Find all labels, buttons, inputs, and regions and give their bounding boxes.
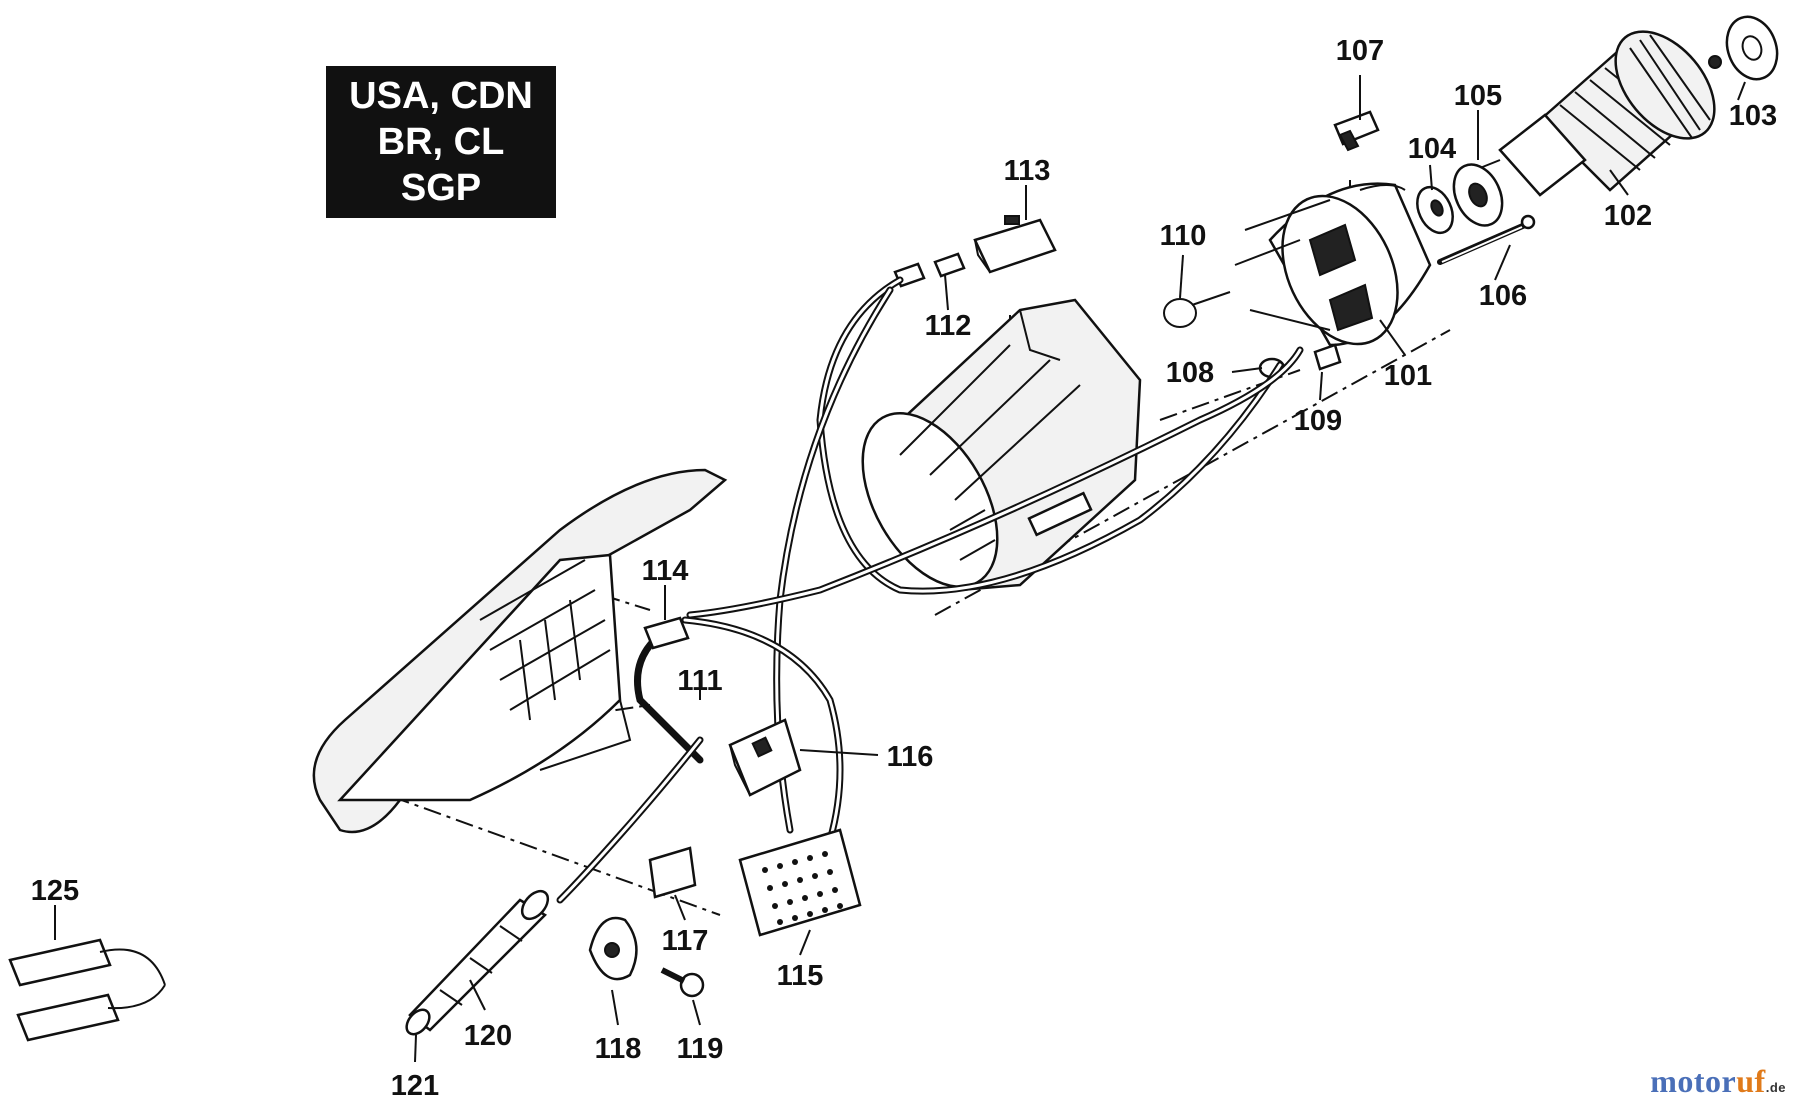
part-106-screw bbox=[1437, 214, 1536, 265]
part-101-stator bbox=[1234, 182, 1432, 347]
label-116: 116 bbox=[887, 741, 934, 773]
part-109-clip bbox=[1313, 343, 1342, 371]
part-number-labels: 107 105 104 102 103 106 101 108 109 110 … bbox=[31, 35, 1777, 1102]
label-110: 110 bbox=[1160, 220, 1207, 252]
handle-shell bbox=[312, 468, 728, 834]
part-114-terminal bbox=[643, 616, 690, 650]
label-101: 101 bbox=[1384, 360, 1432, 392]
leader-lines bbox=[54, 75, 1746, 1063]
part-118-strain-relief bbox=[588, 916, 638, 981]
label-115: 115 bbox=[777, 960, 824, 992]
part-102-armature bbox=[1469, 30, 1722, 197]
label-119: 119 bbox=[677, 1033, 724, 1065]
part-112-connectors bbox=[893, 252, 966, 288]
region-code-line-2: BR, CL bbox=[377, 121, 505, 163]
part-115-vent-grille bbox=[738, 828, 862, 937]
part-117-capacitor bbox=[648, 846, 697, 899]
region-code-line-3: SGP bbox=[400, 167, 482, 209]
part-110-cable-tie bbox=[1163, 291, 1231, 328]
label-106: 106 bbox=[1479, 280, 1527, 312]
region-code-line-1: USA, CDN bbox=[349, 75, 533, 117]
label-120: 120 bbox=[464, 1020, 512, 1052]
label-117: 117 bbox=[662, 925, 709, 957]
part-113-switch bbox=[973, 215, 1057, 274]
label-107: 107 bbox=[1336, 35, 1384, 67]
part-125-brushes bbox=[8, 938, 166, 1042]
region-codes-box: USA, CDN BR, CL SGP bbox=[326, 66, 556, 218]
wiring bbox=[556, 276, 1304, 904]
part-120-cord-guard bbox=[408, 889, 550, 1032]
label-105: 105 bbox=[1454, 80, 1502, 112]
label-102: 102 bbox=[1604, 200, 1652, 232]
part-107-brush-holder bbox=[1333, 110, 1380, 152]
label-103: 103 bbox=[1729, 100, 1777, 132]
label-114: 114 bbox=[642, 555, 689, 587]
part-119-screw bbox=[660, 967, 705, 998]
part-104-bearing bbox=[1416, 185, 1454, 235]
label-109: 109 bbox=[1294, 405, 1342, 437]
watermark-logo: motoruf.de bbox=[1650, 1063, 1786, 1099]
part-116-suppressor bbox=[728, 718, 802, 797]
label-118: 118 bbox=[595, 1033, 642, 1065]
part-103-bearing bbox=[1725, 15, 1779, 81]
label-112: 112 bbox=[925, 310, 972, 342]
label-108: 108 bbox=[1166, 357, 1214, 389]
label-125: 125 bbox=[31, 875, 79, 907]
label-104: 104 bbox=[1408, 133, 1456, 165]
label-111: 111 bbox=[677, 665, 722, 697]
label-113: 113 bbox=[1004, 155, 1051, 187]
part-105-baffle bbox=[1452, 163, 1504, 227]
part-121-cord-end bbox=[405, 1008, 431, 1036]
label-121: 121 bbox=[391, 1070, 439, 1102]
motor-housing bbox=[861, 298, 1142, 592]
